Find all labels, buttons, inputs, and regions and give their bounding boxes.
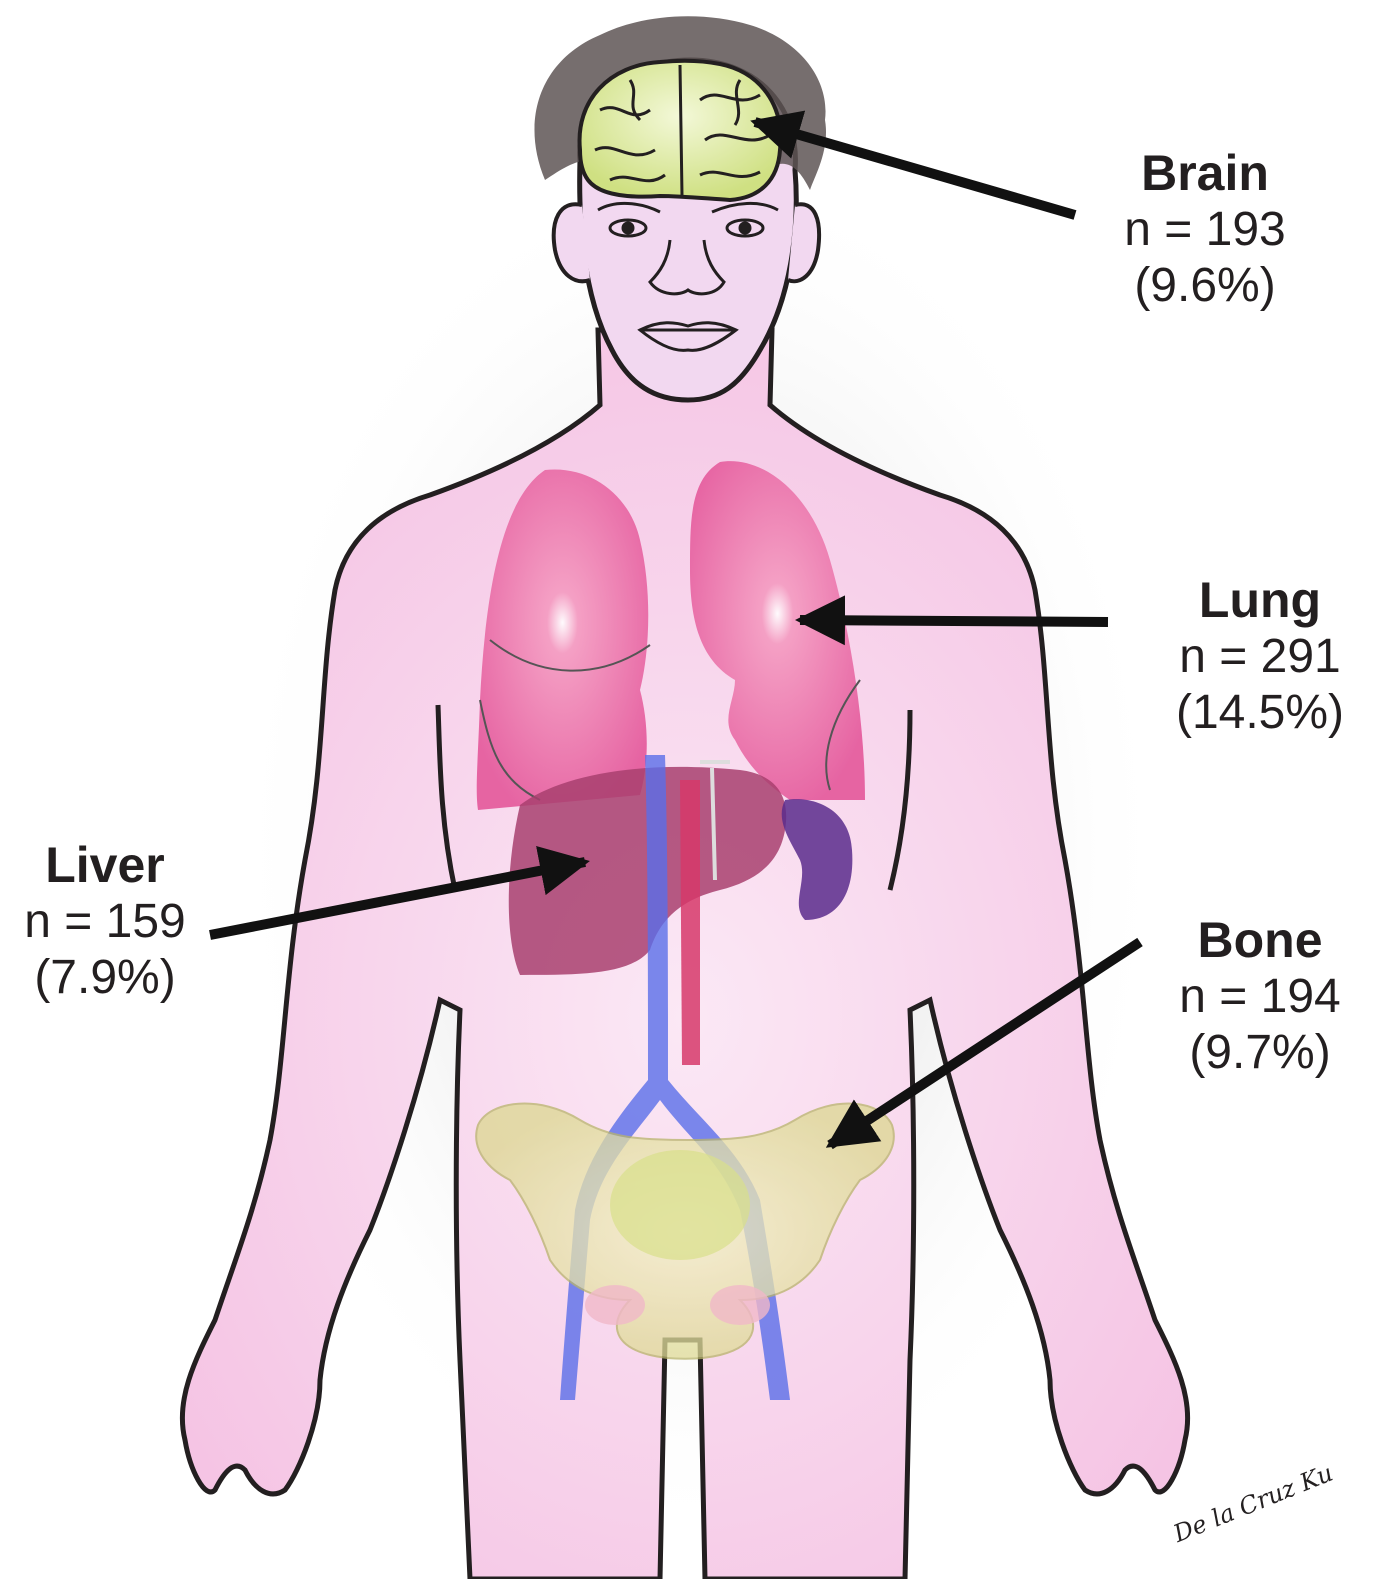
bone-title: Bone [1150,915,1370,965]
bone-label: Bone n = 194 (9.7%) [1150,915,1370,1077]
brain-title: Brain [1095,148,1315,198]
sacrum [610,1150,750,1260]
lung-count: n = 291 [1150,633,1370,681]
obturator-right [710,1285,770,1325]
bone-percent: (9.7%) [1150,1029,1370,1077]
liver-percent: (7.9%) [0,954,210,1002]
brain-label: Brain n = 193 (9.6%) [1095,148,1315,310]
liver-title: Liver [0,840,210,890]
lung-percent: (14.5%) [1150,689,1370,737]
aorta [680,780,700,1065]
bone-count: n = 194 [1150,973,1370,1021]
lung-label: Lung n = 291 (14.5%) [1150,575,1370,737]
obturator-left [585,1285,645,1325]
arrow-lung [800,620,1108,622]
brain-percent: (9.6%) [1095,262,1315,310]
brain-count: n = 193 [1095,206,1315,254]
lung-title: Lung [1150,575,1370,625]
liver-label: Liver n = 159 (7.9%) [0,840,210,1002]
liver-count: n = 159 [0,898,210,946]
